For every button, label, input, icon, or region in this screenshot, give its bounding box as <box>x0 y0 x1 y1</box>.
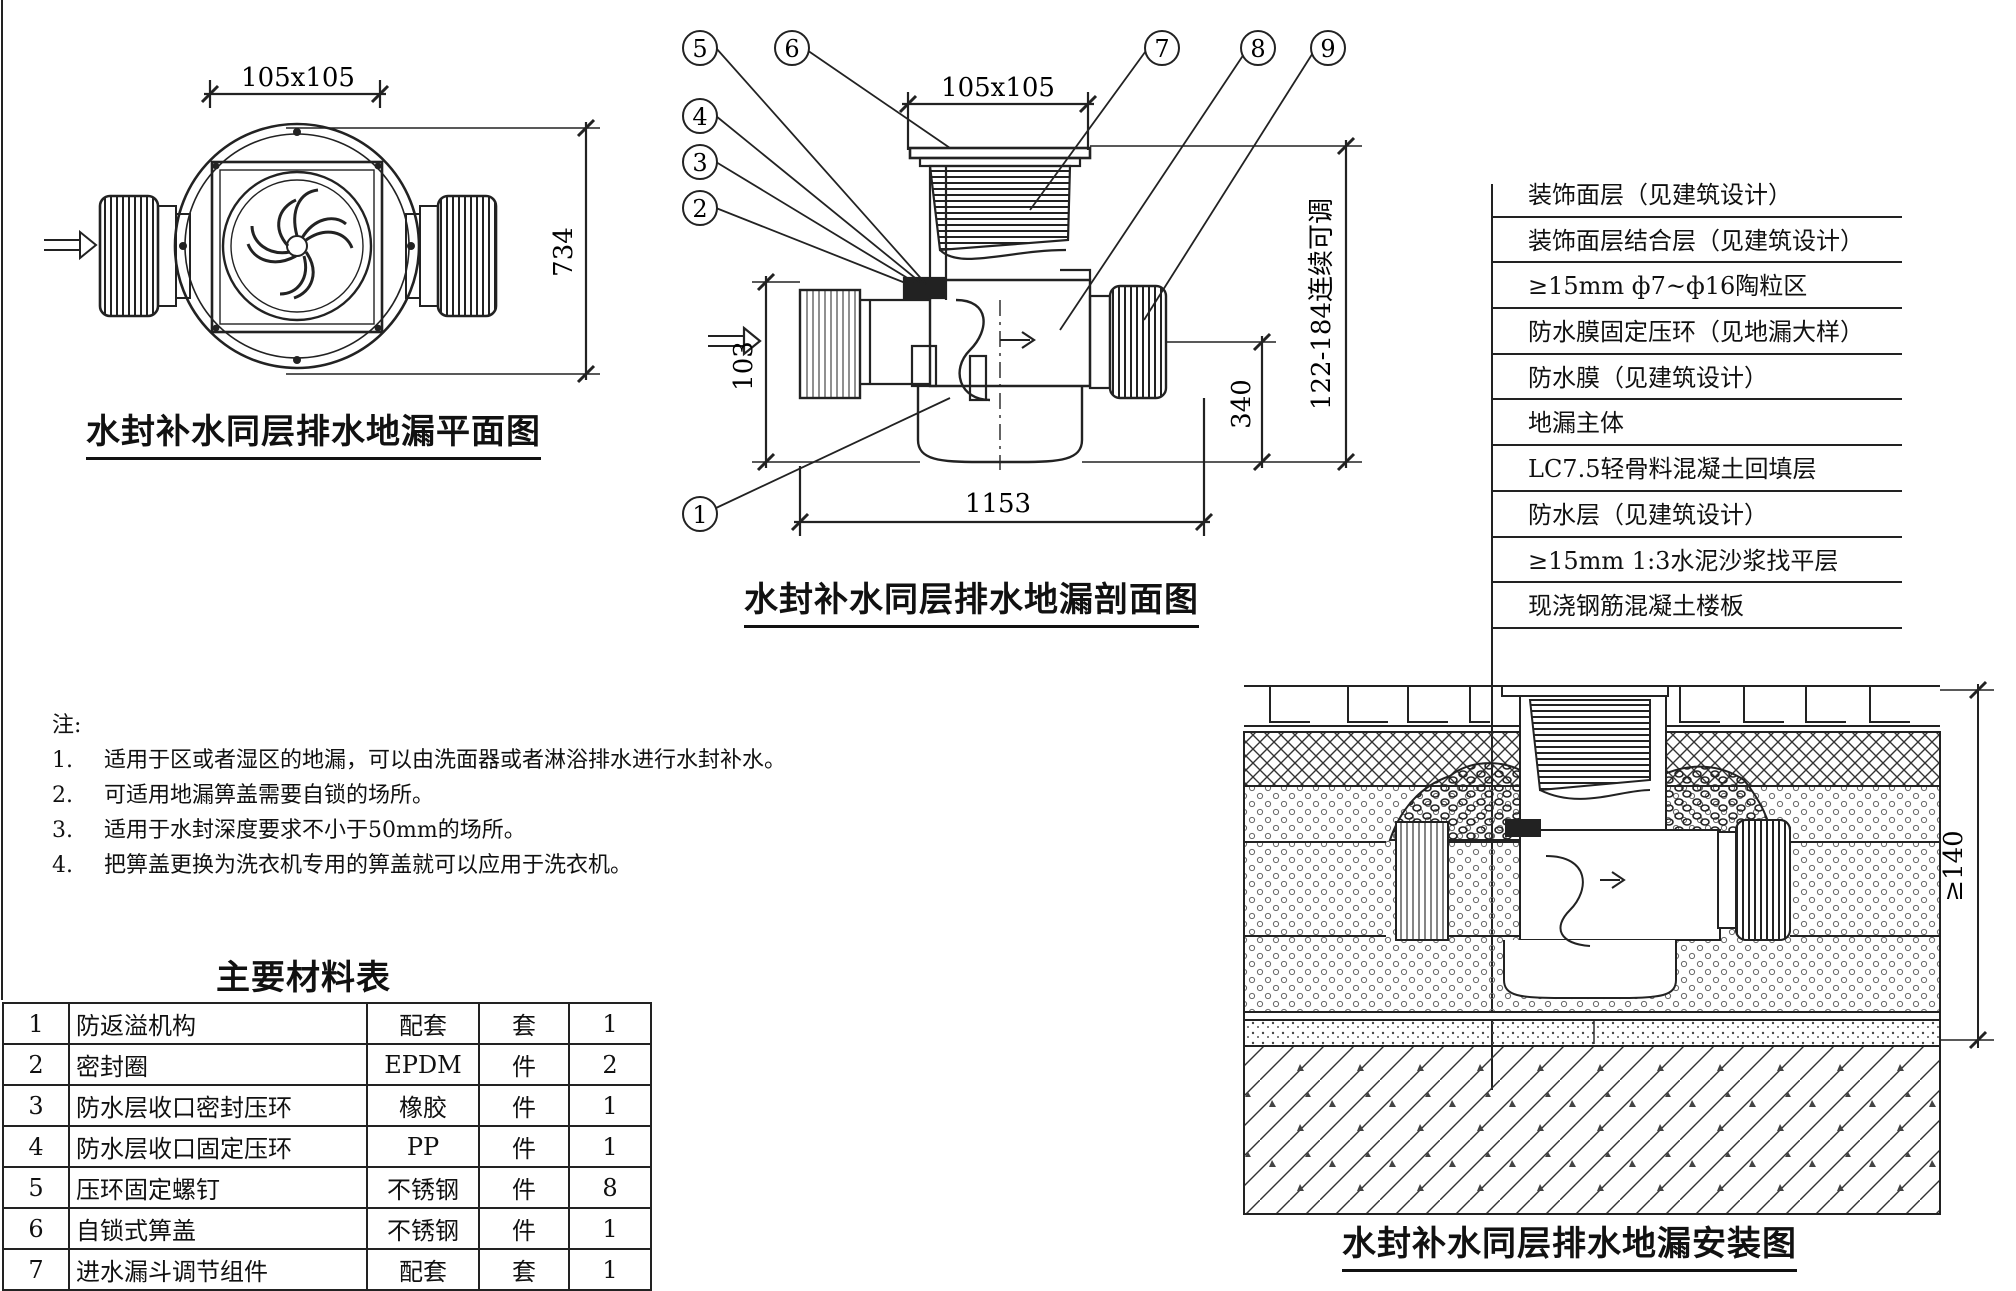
material-spec-cell: 配套 <box>366 1248 480 1291</box>
svg-text:7: 7 <box>1154 35 1169 63</box>
unit-cell: 件 <box>478 1043 570 1086</box>
notes-heading: 注: <box>52 713 82 738</box>
layer-item: ≥15mm 1:3水泥沙浆找平层 <box>1492 538 1902 584</box>
callout-8: 8 <box>1240 30 1276 66</box>
layer-legend: 装饰面层（见建筑设计） 装饰面层结合层（见建筑设计） ≥15mm ф7~ф16陶… <box>1492 172 1902 629</box>
row-number-cell: 3 <box>2 1084 70 1127</box>
section-dim-bottom: 1153 <box>965 489 1031 519</box>
svg-text:8: 8 <box>1250 35 1265 63</box>
unit-cell: 件 <box>478 1166 570 1209</box>
material-spec-cell: 橡胶 <box>366 1084 480 1127</box>
plan-view-title: 水封补水同层排水地漏平面图 <box>86 404 541 460</box>
note-item: 3.适用于水封深度要求不小于50mm的场所。 <box>52 818 526 843</box>
svg-text:4: 4 <box>692 103 707 131</box>
quantity-cell: 1 <box>568 1207 652 1250</box>
quantity-cell: 1 <box>568 1125 652 1168</box>
install-dim-right: ≥140 <box>1939 830 1969 901</box>
svg-text:9: 9 <box>1320 35 1335 63</box>
layer-item: 装饰面层结合层（见建筑设计） <box>1492 218 1902 264</box>
svg-text:2: 2 <box>692 195 707 223</box>
notes-block: 注: 1.适用于区或者湿区的地漏，可以由洗面器或者淋浴排水进行水封补水。 2.可… <box>52 708 786 883</box>
install-view-title: 水封补水同层排水地漏安装图 <box>1342 1216 1797 1272</box>
section-dim-left: 103 <box>729 341 759 391</box>
unit-cell: 套 <box>478 1002 570 1045</box>
materials-title: 主要材料表 <box>216 958 391 998</box>
material-name-cell: 防水层收口密封压环 <box>68 1084 368 1127</box>
layer-item: ≥15mm ф7~ф16陶粒区 <box>1492 263 1902 310</box>
unit-cell: 套 <box>478 1248 570 1291</box>
quantity-cell: 8 <box>568 1166 652 1209</box>
unit-cell: 件 <box>478 1125 570 1168</box>
callout-2: 2 <box>682 190 718 226</box>
layer-item: 装饰面层（见建筑设计） <box>1492 172 1902 218</box>
plan-dim-top: 105x105 <box>241 63 355 93</box>
section-view-title: 水封补水同层排水地漏剖面图 <box>744 572 1199 628</box>
svg-text:5: 5 <box>692 35 707 63</box>
material-name-cell: 自锁式箅盖 <box>68 1207 368 1250</box>
svg-text:6: 6 <box>784 35 799 63</box>
layer-item: 现浇钢筋混凝土楼板 <box>1492 583 1902 629</box>
quantity-cell: 1 <box>568 1248 652 1291</box>
callout-6: 6 <box>774 30 810 66</box>
svg-text:1: 1 <box>692 501 707 529</box>
quantity-cell: 1 <box>568 1002 652 1045</box>
unit-cell: 件 <box>478 1207 570 1250</box>
section-dim-top: 105x105 <box>941 73 1055 103</box>
callout-1: 1 <box>682 496 718 532</box>
callout-5: 5 <box>682 30 718 66</box>
layer-item: 防水膜固定压环（见地漏大样） <box>1492 309 1902 355</box>
plan-dim-side: 734 <box>549 227 579 277</box>
row-number-cell: 6 <box>2 1207 70 1250</box>
material-name-cell: 压环固定螺钉 <box>68 1166 368 1209</box>
layer-item: 防水层（见建筑设计） <box>1492 492 1902 538</box>
row-number-cell: 5 <box>2 1166 70 1209</box>
layer-item: 防水膜（见建筑设计） <box>1492 355 1902 401</box>
note-item: 1.适用于区或者湿区的地漏，可以由洗面器或者淋浴排水进行水封补水。 <box>52 748 787 773</box>
material-spec-cell: 不锈钢 <box>366 1207 480 1250</box>
callout-4: 4 <box>682 98 718 134</box>
material-name-cell: 进水漏斗调节组件 <box>68 1248 368 1291</box>
quantity-cell: 2 <box>568 1043 652 1086</box>
layer-item: 地漏主体 <box>1492 400 1902 447</box>
material-spec-cell: PP <box>366 1125 480 1168</box>
callout-9: 9 <box>1310 30 1346 66</box>
note-item: 2.可适用地漏箅盖需要自锁的场所。 <box>52 783 435 808</box>
material-spec-cell: 不锈钢 <box>366 1166 480 1209</box>
layer-item: LC7.5轻骨料混凝土回填层 <box>1492 446 1902 492</box>
material-spec-cell: EPDM <box>366 1043 480 1086</box>
section-callouts: 1 2 3 4 5 6 7 8 9 <box>682 30 1346 532</box>
material-name-cell: 防返溢机构 <box>68 1002 368 1045</box>
material-name-cell: 防水层收口固定压环 <box>68 1125 368 1168</box>
note-item: 4.把箅盖更换为洗衣机专用的箅盖就可以应用于洗衣机。 <box>52 853 633 878</box>
section-dim-right-large: 122-184连续可调 <box>1307 198 1337 410</box>
unit-cell: 件 <box>478 1084 570 1127</box>
row-number-cell: 4 <box>2 1125 70 1168</box>
row-number-cell: 1 <box>2 1002 70 1045</box>
section-view-drawing <box>708 47 1362 536</box>
callout-7: 7 <box>1144 30 1180 66</box>
svg-text:3: 3 <box>692 149 707 177</box>
material-spec-cell: 配套 <box>366 1002 480 1045</box>
row-number-cell: 2 <box>2 1043 70 1086</box>
row-number-cell: 7 <box>2 1248 70 1291</box>
plan-view-drawing <box>44 80 600 384</box>
section-dim-right-small: 340 <box>1227 379 1257 429</box>
material-name-cell: 密封圈 <box>68 1043 368 1086</box>
install-view-drawing <box>1243 184 1994 1215</box>
callout-3: 3 <box>682 144 718 180</box>
quantity-cell: 1 <box>568 1084 652 1127</box>
